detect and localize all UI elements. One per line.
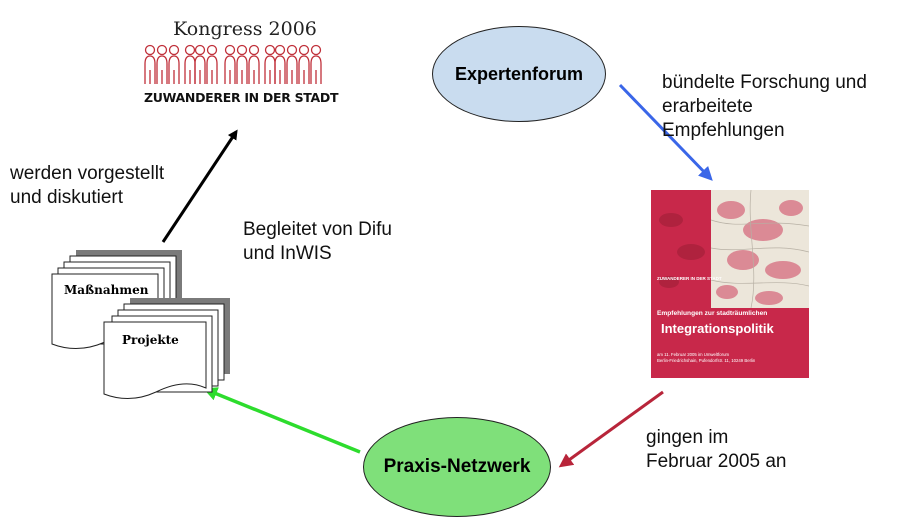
book-title: Integrationspolitik [661, 321, 774, 336]
praxis-netzwerk-label: Praxis-Netzwerk [383, 456, 531, 477]
expertenforum-node: Expertenforum [432, 26, 606, 122]
arrow-to-documents [203, 387, 361, 454]
annotation-vorgestellt: werden vorgestellt und diskutiert [10, 163, 165, 208]
projekte-label: Projekte [122, 333, 179, 347]
projekte-stack: Projekte [103, 298, 230, 399]
book-cover: ZUWANDERER IN DER STADT Empfehlungen zur… [651, 190, 809, 378]
annotation-begleitet: Begleitet von Difu und InWIS [243, 219, 392, 264]
kongress-logo-text: ZUWANDERER IN DER STADT [144, 90, 339, 105]
praxis-netzwerk-node: Praxis-Netzwerk [363, 417, 551, 517]
people-icon-row [144, 44, 322, 84]
kongress-logo: Kongress 2006 ZUWANDERER IN DER STADT [140, 18, 340, 105]
book-footer: am 11. Februar 2005 im Umweltforum Berli… [657, 352, 756, 363]
massnahmen-label: Maßnahmen [64, 283, 149, 297]
expertenforum-label: Expertenforum [454, 63, 584, 84]
book-logo-text: ZUWANDERER IN DER STADT [657, 276, 722, 281]
arrow-to-book [618, 83, 713, 181]
kongress-title: Kongress 2006 [173, 18, 317, 40]
annotation-gingen: gingen im Februar 2005 an [646, 427, 787, 472]
arrow-to-kongress [161, 129, 238, 243]
book-map-illustration [651, 190, 809, 378]
book-subtitle: Empfehlungen zur stadträumlichen [657, 310, 768, 317]
document-stack: Maßnahmen Projekte [51, 250, 230, 399]
annotation-buendelte: bündelte Forschung und erarbeitete Empfe… [662, 72, 867, 141]
arrow-to-praxis [558, 390, 664, 468]
